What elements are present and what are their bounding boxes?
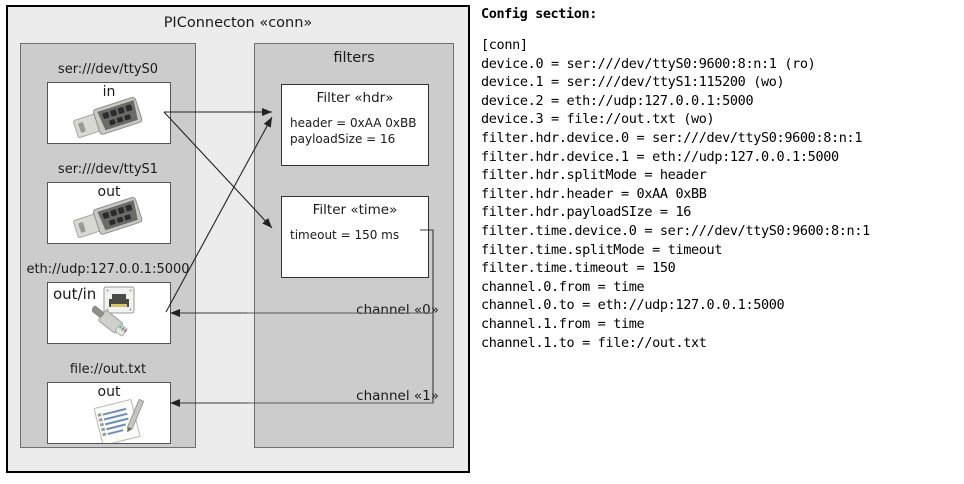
filters-group: filters Filter «hdr» header = 0xAA 0xBB … [254, 43, 454, 448]
config-line: device.2 = eth://udp:127.0.0.1:5000 [481, 92, 754, 109]
serial-port-icon [66, 95, 156, 143]
config-line: filter.hdr.header = 0xAA 0xBB [481, 185, 707, 202]
component-title: PIConnecton «conn» [163, 15, 313, 31]
config-line: filter.hdr.payloadSIze = 16 [481, 204, 691, 221]
config-line: [conn] [481, 37, 528, 53]
config-line: filter.time.splitMode = timeout [481, 241, 723, 258]
device-ttys1-io: out [97, 184, 121, 200]
config-line: filter.hdr.device.0 = ser:///dev/ttyS0:9… [481, 129, 863, 146]
ethernet-port-icon [91, 285, 168, 343]
config-heading: Config section: [481, 6, 597, 22]
device-eth-io: out/in [53, 285, 97, 303]
filters-group-title: filters [333, 50, 375, 66]
config-line: filter.hdr.device.1 = eth://udp:127.0.0.… [481, 148, 839, 165]
config-line: filter.hdr.splitMode = header [481, 167, 707, 184]
config-line: filter.time.device.0 = ser:///dev/ttyS0:… [481, 222, 870, 239]
device-file-io: out [97, 384, 121, 400]
channel-1-label: channel «1» [356, 388, 439, 404]
filter-hdr[interactable]: Filter «hdr» header = 0xAA 0xBB payloadS… [281, 84, 429, 166]
device-ttys1-card[interactable]: out [47, 182, 171, 244]
filter-time-title: Filter «time» [312, 202, 398, 218]
config-line: device.1 = ser:///dev/ttyS1:115200 (wo) [481, 74, 785, 91]
devices-group: ser:///dev/ttyS0 in [20, 43, 196, 448]
config-lines: [conn] device.0 = ser:///dev/ttyS0:9600:8… [481, 36, 961, 352]
config-line: filter.time.timeout = 150 [481, 260, 676, 277]
config-line: device.3 = file://out.txt (wo) [481, 111, 715, 128]
config-line: channel.0.to = eth://udp:127.0.0.1:5000 [481, 297, 785, 314]
config-section: Config section: [conn] device.0 = ser:///… [481, 6, 961, 476]
config-line: channel.1.from = time [481, 315, 645, 332]
device-file-label: file://out.txt [69, 362, 147, 377]
device-eth-card[interactable]: out/in [47, 282, 171, 344]
device-ttys1-label: ser:///dev/ttyS1 [57, 162, 159, 177]
filter-hdr-props: header = 0xAA 0xBB payloadSize = 16 [290, 116, 417, 146]
device-eth-label: eth://udp:127.0.0.1:5000 [26, 262, 190, 277]
config-line: channel.0.from = time [481, 278, 645, 295]
device-file-card[interactable]: out [47, 382, 171, 444]
config-line: channel.1.to = file://out.txt [481, 334, 707, 351]
filter-time[interactable]: Filter «time» timeout = 150 ms [281, 196, 429, 278]
device-ttys0-card[interactable]: in [47, 82, 171, 144]
serial-port-icon [66, 195, 156, 243]
file-document-icon [92, 397, 162, 443]
channel-0-label: channel «0» [356, 302, 439, 318]
filter-hdr-title: Filter «hdr» [316, 90, 394, 106]
device-ttys0-label: ser:///dev/ttyS0 [57, 62, 159, 77]
device-ttys0-io: in [102, 84, 116, 100]
config-line: device.0 = ser:///dev/ttyS0:9600:8:n:1 (… [481, 55, 816, 72]
piconnector-component: PIConnecton «conn» ser:///dev/ttyS0 in [6, 5, 470, 473]
filter-time-props: timeout = 150 ms [290, 228, 400, 242]
